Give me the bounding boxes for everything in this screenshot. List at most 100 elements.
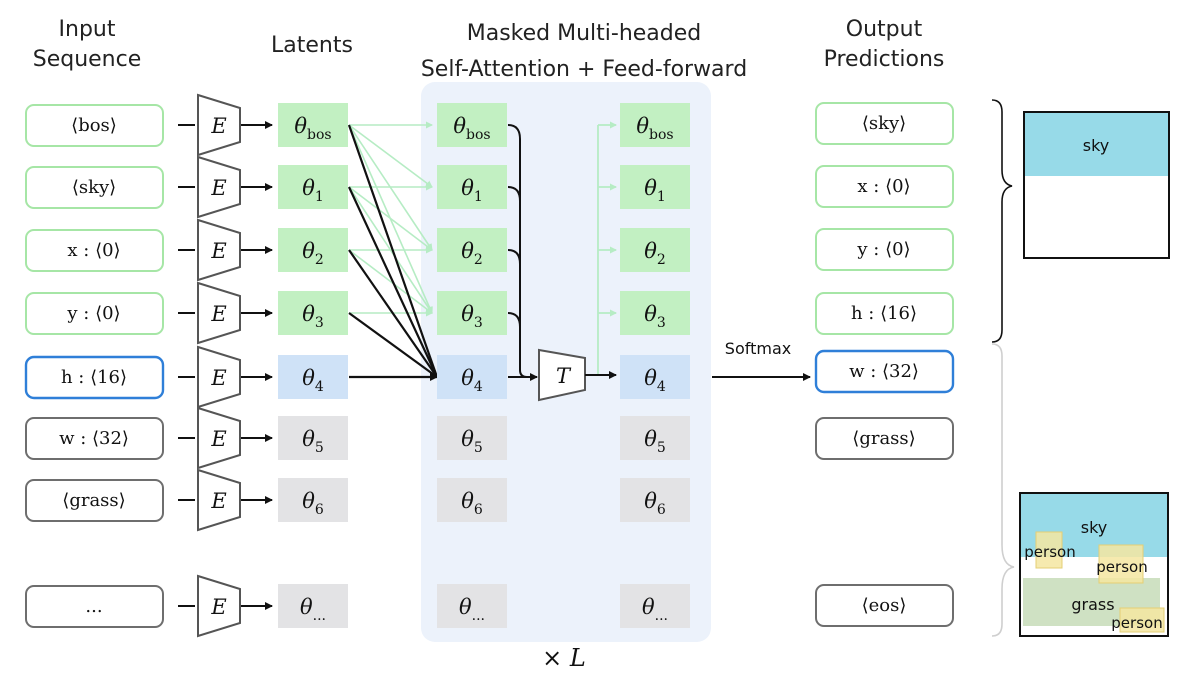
canvas-full-person-label-1: person: [1024, 543, 1075, 561]
encoder-symbol: E: [210, 239, 226, 263]
encoder-symbol: E: [210, 176, 226, 200]
attention-cell-label: θbos: [453, 114, 490, 143]
attention-edge-current: [347, 124, 439, 378]
input-token-label: ⟨sky⟩: [72, 177, 116, 198]
output-token-box: [815, 165, 954, 208]
latent-box: [278, 478, 348, 522]
encoder-symbol: E: [210, 114, 226, 138]
input-token-box: [24, 355, 165, 400]
latent-label: θ6: [302, 489, 324, 518]
canvas-full: sky person person grass person: [1019, 492, 1169, 637]
feedforward-cell: [620, 165, 690, 209]
canvas-full-grass-label: grass: [1071, 595, 1114, 614]
feedforward-cell: [620, 416, 690, 460]
attention-cell: [437, 165, 507, 209]
brace-bottom: [991, 343, 1015, 637]
input-token-box: [25, 229, 164, 272]
attention-cell-label: θ5: [461, 427, 483, 456]
input-token-label: ...: [85, 596, 102, 617]
encoder-block: [197, 468, 241, 532]
input-token-box: [25, 292, 164, 335]
attention-edge-past: [348, 186, 433, 314]
feedforward-cell: [620, 478, 690, 522]
feedforward-cell-label: θbos: [636, 114, 673, 143]
feedforward-cell-label: θ1: [644, 176, 666, 205]
encoder-block: [197, 93, 241, 157]
input-sequence-header-2: Sequence: [33, 47, 142, 72]
attention-cell-label: θ...: [459, 595, 485, 624]
attention-edge-past: [348, 124, 433, 251]
attention-cell: [437, 291, 507, 335]
input-token-box: [25, 479, 164, 522]
attention-cell-label: θ4: [461, 366, 483, 395]
transformer-block: [538, 348, 586, 402]
attention-cell: [437, 416, 507, 460]
canvas-small-sky-label: sky: [1083, 136, 1110, 155]
feedforward-cell-label: θ3: [644, 302, 666, 331]
latents-header: Latents: [271, 33, 353, 58]
encoder-symbol: E: [210, 595, 226, 619]
input-token-box: [25, 585, 164, 628]
output-token-label: ⟨sky⟩: [862, 113, 906, 134]
encoder-block: [197, 155, 241, 219]
input-sequence-header-1: Input: [59, 17, 116, 42]
input-token-label: y : ⟨0⟩: [66, 303, 120, 324]
feedforward-cell: [620, 584, 690, 628]
latent-label: θ...: [300, 595, 326, 624]
canvas-full-person-label-2: person: [1096, 558, 1147, 576]
attention-cell: [437, 103, 507, 147]
encoder-symbol: E: [210, 302, 226, 326]
feedforward-cell: [620, 355, 690, 399]
encoder-symbol: E: [210, 366, 226, 390]
input-token-label: ⟨bos⟩: [71, 115, 117, 136]
output-token-box: [815, 228, 954, 271]
feedforward-cell-label: θ2: [644, 239, 666, 268]
input-token-label: w : ⟨32⟩: [59, 428, 129, 449]
canvas-small: sky: [1023, 111, 1170, 259]
attention-edge-past: [348, 249, 433, 314]
input-token-label: h : ⟨16⟩: [61, 367, 127, 388]
output-token-box: [815, 417, 954, 460]
input-token-box: [25, 166, 164, 209]
brace-top: [991, 99, 1013, 343]
latent-label: θ3: [302, 302, 324, 331]
feedforward-cell-label: θ4: [644, 366, 666, 395]
transformer-symbol: T: [556, 364, 572, 388]
attention-cell: [437, 228, 507, 272]
output-token-box: [815, 292, 954, 335]
attention-edge-past: [348, 124, 433, 314]
output-token-label: w : ⟨32⟩: [849, 361, 919, 382]
latent-label: θbos: [294, 114, 331, 143]
attention-edge-past: [348, 124, 433, 188]
latent-box: [278, 584, 348, 628]
attention-header-2: Self-Attention + Feed-forward: [421, 57, 747, 82]
output-token-box: [815, 102, 954, 145]
encoder-block: [197, 218, 241, 282]
attention-cell-label: θ6: [461, 489, 483, 518]
feedforward-cell: [620, 103, 690, 147]
output-token-label: ⟨grass⟩: [852, 428, 915, 449]
input-token-box: [25, 104, 164, 147]
attention-cell-label: θ3: [461, 302, 483, 331]
attention-cell-label: θ2: [461, 239, 483, 268]
encoder-block: [197, 406, 241, 470]
input-token-label: ⟨grass⟩: [62, 490, 125, 511]
input-token-label: x : ⟨0⟩: [67, 240, 120, 261]
encoder-block: [197, 281, 241, 345]
feedforward-cell-label: θ6: [644, 489, 666, 518]
latent-box: [278, 228, 348, 272]
encoder-block: [197, 574, 241, 638]
output-predictions-header-2: Predictions: [824, 47, 945, 72]
attention-edge-current: [348, 312, 438, 378]
latent-box: [278, 291, 348, 335]
encoder-symbol: E: [210, 489, 226, 513]
output-token-box: [815, 584, 954, 627]
output-token-label: x : ⟨0⟩: [857, 176, 910, 197]
feedforward-cell: [620, 228, 690, 272]
